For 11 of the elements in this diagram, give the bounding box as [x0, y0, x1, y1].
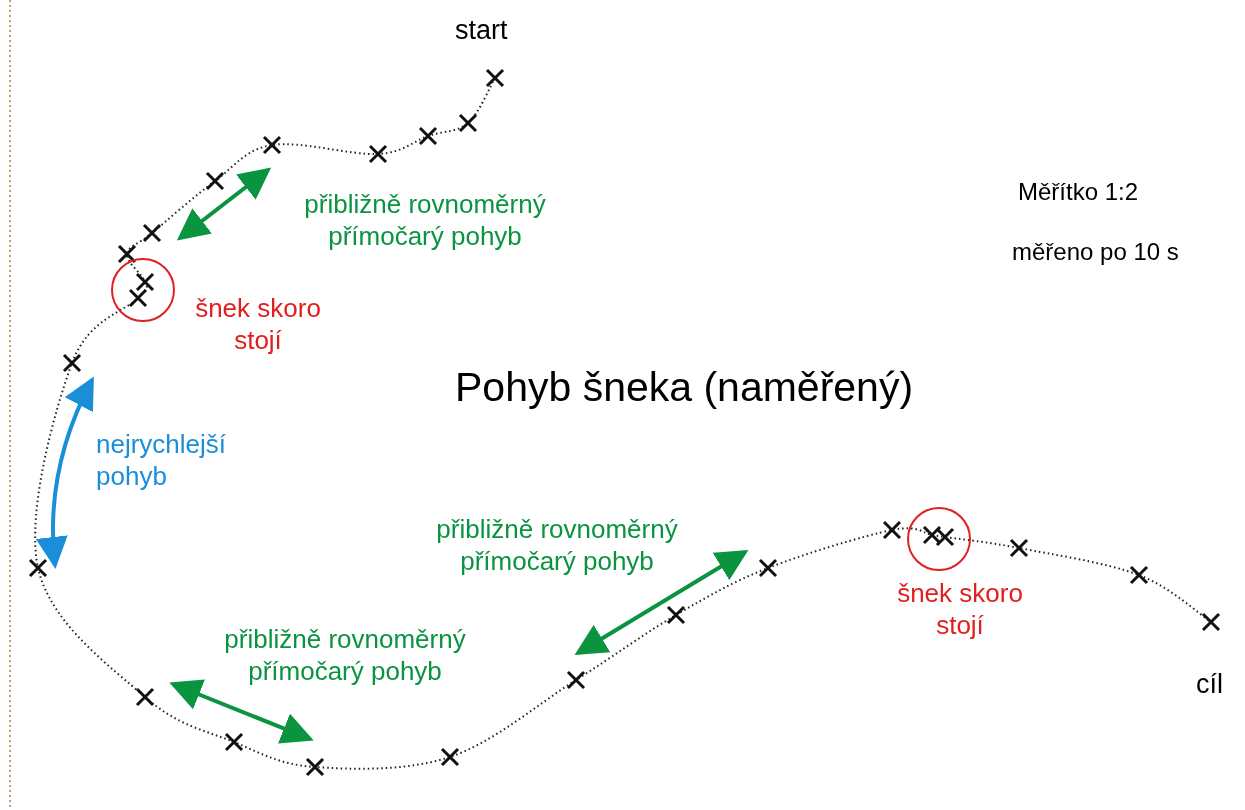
start-label: start [455, 14, 508, 46]
diagram-title: Pohyb šneka (naměřený) [455, 363, 914, 412]
annotation-text: přibližně rovnoměrný přímočarý pohyb [223, 623, 467, 687]
scale-note: Měřítko 1:2 [1018, 177, 1139, 207]
annotation-text: nejrychlejší pohyb [96, 428, 228, 492]
annotation-text: přibližně rovnoměrný přímočarý pohyb [303, 188, 547, 252]
end-label: cíl [1196, 668, 1223, 700]
annotation-text: přibližně rovnoměrný přímočarý pohyb [435, 513, 679, 577]
annotation-text: šnek skoro stojí [194, 292, 322, 356]
annotation-text: šnek skoro stojí [896, 577, 1024, 641]
interval-note: měřeno po 10 s [1012, 237, 1179, 267]
